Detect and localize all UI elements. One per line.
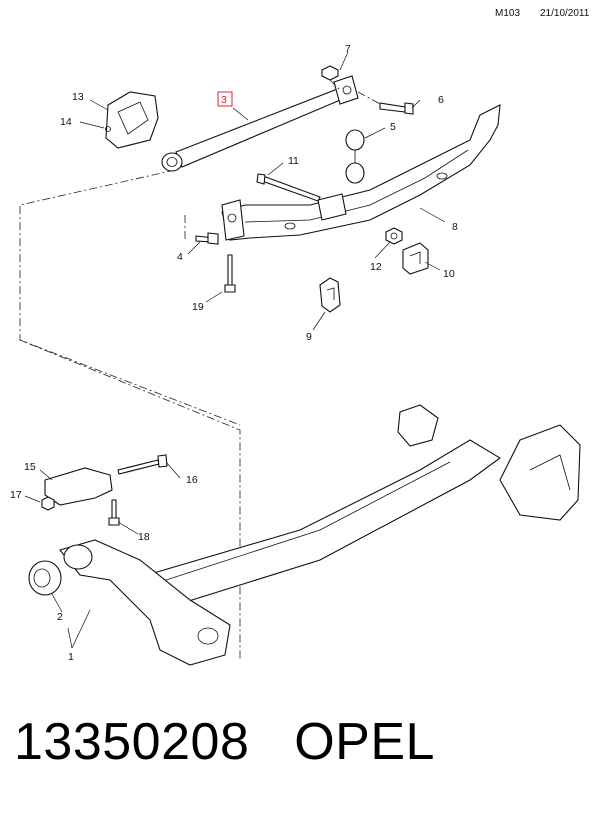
panhard-rod[interactable]: [161, 75, 359, 172]
bolt-19[interactable]: [224, 254, 236, 293]
bracket-10[interactable]: [402, 242, 429, 275]
callout-11: 11: [288, 155, 299, 167]
brand-name: OPEL: [294, 713, 435, 771]
callout-1: 1: [68, 651, 74, 663]
part-number-title: 13350208 OPEL: [14, 712, 435, 772]
callout-14: 14: [60, 116, 72, 128]
axle-beam-1[interactable]: [59, 404, 581, 666]
part-number: 13350208: [14, 713, 250, 771]
callout-3: 3: [221, 94, 227, 106]
nut-7[interactable]: [321, 65, 339, 81]
callout-15: 15: [24, 461, 36, 473]
bushing-5[interactable]: [345, 129, 365, 184]
bolt-11[interactable]: [256, 173, 321, 202]
bushing-2[interactable]: [28, 560, 62, 596]
bolt-18[interactable]: [108, 499, 120, 526]
assembly-outline-right: [19, 339, 241, 426]
nut-12[interactable]: [385, 227, 403, 245]
callout-13: 13: [72, 91, 84, 103]
bolt-16[interactable]: [117, 454, 168, 475]
crossmember-8[interactable]: [221, 104, 501, 241]
callout-18: 18: [138, 531, 150, 543]
callout-12: 12: [370, 261, 382, 273]
callout-8: 8: [452, 221, 458, 233]
callout-19: 19: [192, 301, 204, 313]
callout-17: 17: [10, 489, 22, 501]
leader-lines: [24, 51, 446, 649]
bolt-4[interactable]: [195, 232, 219, 245]
bracket-15[interactable]: [44, 467, 113, 506]
callout-4: 4: [177, 251, 183, 263]
clip-9[interactable]: [319, 277, 341, 313]
highlight-box: [217, 91, 233, 107]
callout-16: 16: [186, 474, 198, 486]
callout-7: 7: [345, 43, 351, 55]
nut-17[interactable]: [41, 496, 55, 511]
callout-2: 2: [57, 611, 63, 623]
callout-9: 9: [306, 331, 312, 343]
diagram-code: M103: [495, 8, 521, 19]
diagram-date: 21/10/2011: [540, 8, 590, 19]
callout-10: 10: [443, 268, 455, 280]
bolt-6[interactable]: [379, 102, 414, 115]
bracket-13[interactable]: [105, 91, 159, 149]
callout-5: 5: [390, 121, 396, 133]
callout-6: 6: [438, 94, 444, 106]
